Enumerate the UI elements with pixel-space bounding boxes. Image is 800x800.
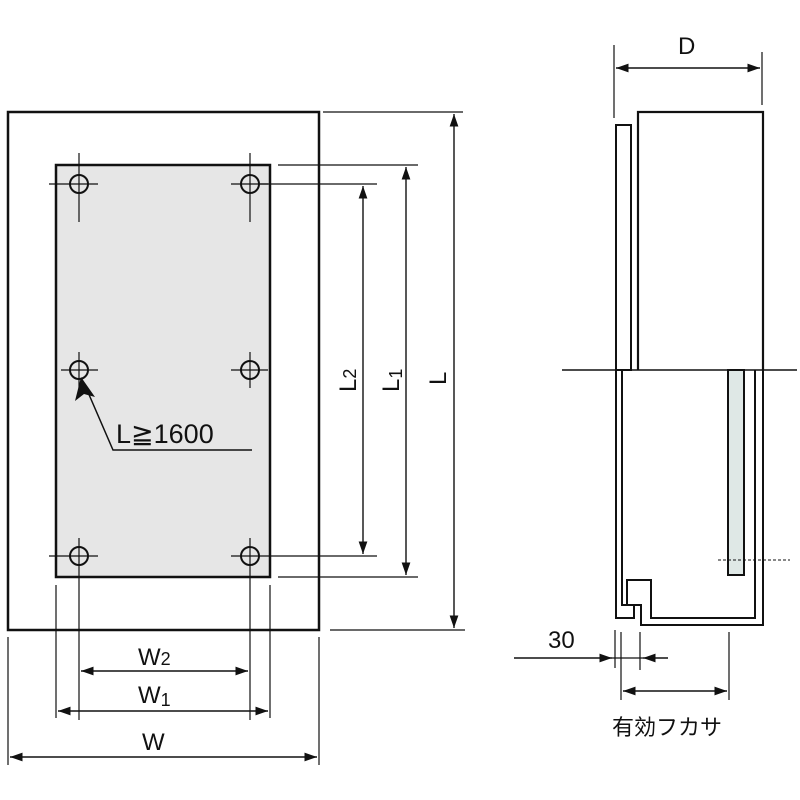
label-D: D <box>678 33 695 60</box>
label-flange-30: 30 <box>548 627 575 654</box>
hole-top-left <box>49 153 98 222</box>
hole-bottom-left <box>49 538 98 720</box>
note-leader <box>83 382 252 451</box>
hole-bottom-right <box>231 538 377 720</box>
label-W2: W2 <box>138 644 171 671</box>
label-W1: W1 <box>138 682 171 710</box>
label-L1: L1 <box>378 369 406 392</box>
hole-mid-right <box>231 352 268 388</box>
label-W: W <box>142 729 165 756</box>
rail <box>727 369 745 576</box>
label-L2: L2 <box>335 369 362 392</box>
mounting-panel <box>54 163 272 579</box>
label-L: L <box>425 372 452 385</box>
side-view <box>514 45 797 700</box>
hole-mid-left <box>61 352 98 388</box>
note-min-length: L≧1600 <box>116 419 214 449</box>
front-view <box>6 110 465 765</box>
outer-frame <box>6 110 321 632</box>
label-effective-depth: 有効フカサ <box>612 716 722 741</box>
